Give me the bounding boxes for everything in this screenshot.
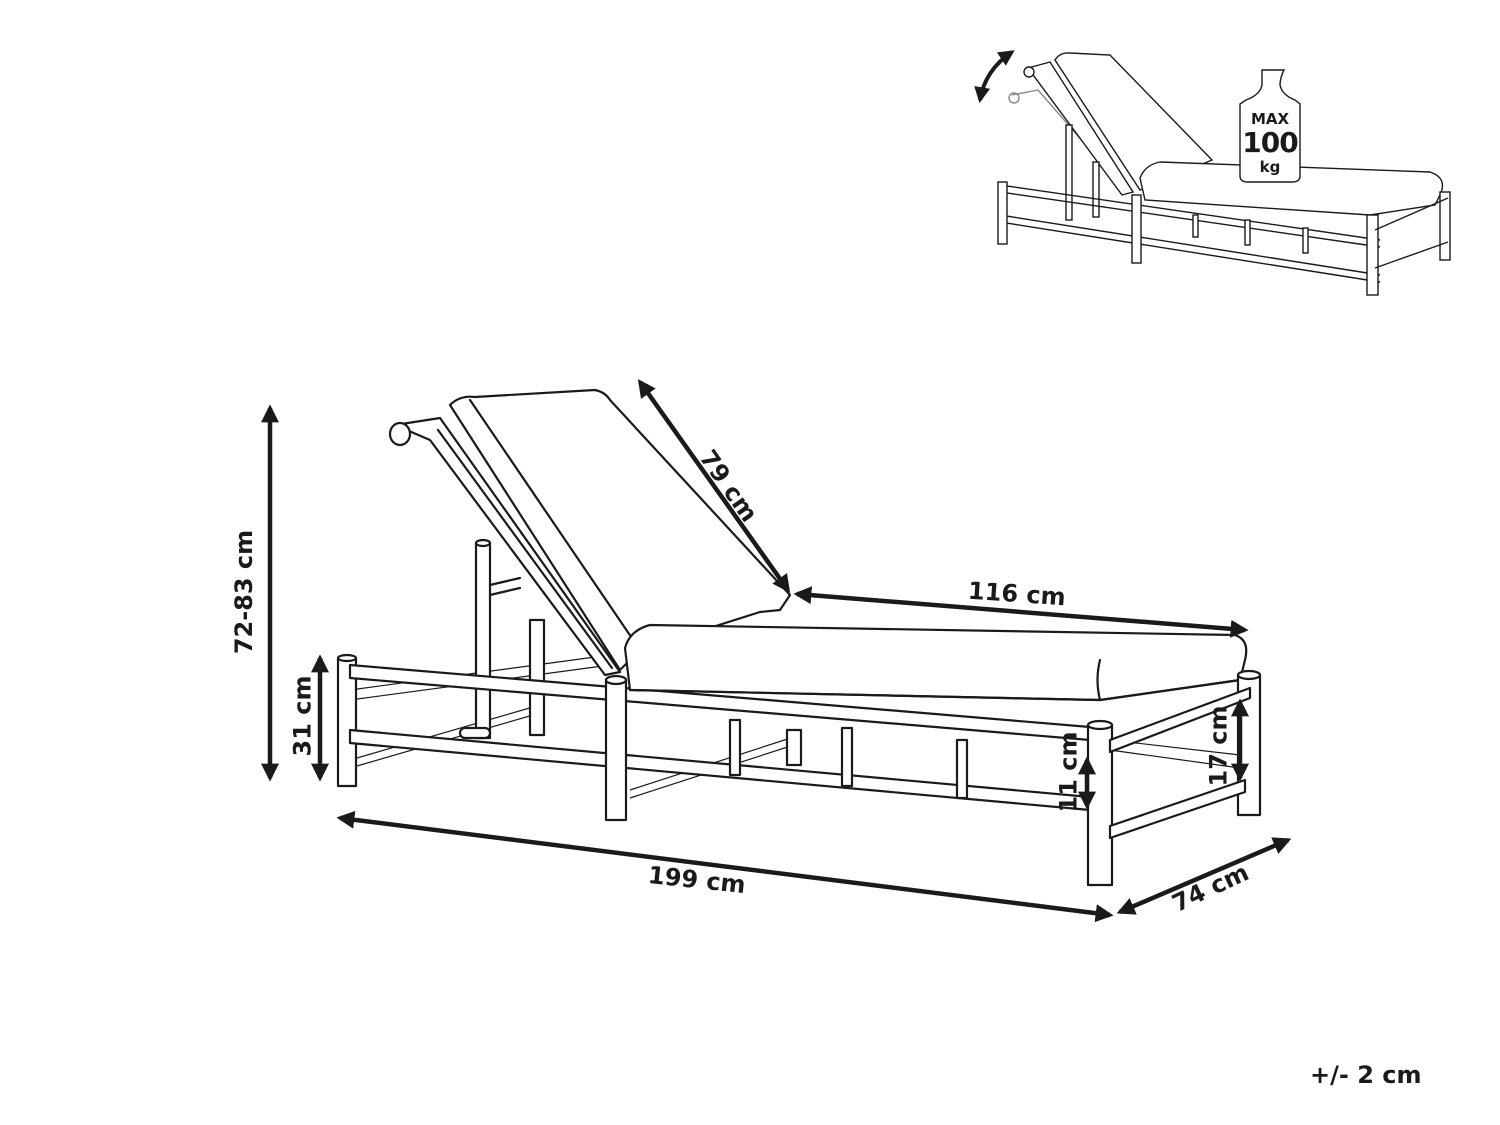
adjust-rotation-icon [974, 50, 1015, 104]
weight-icon [1239, 69, 1301, 183]
max-unit: kg [1259, 158, 1281, 176]
max-label: MAX [1250, 110, 1290, 128]
clearance-label: 11 cm [1054, 731, 1083, 813]
total-height-label: 72-83 cm [230, 529, 259, 655]
seat-length-arrow [793, 586, 1249, 638]
side-gap-label: 17 cm [1204, 705, 1233, 787]
total-length-arrow [336, 810, 1114, 923]
main-lounger [336, 388, 1262, 887]
max-value: 100 [1242, 126, 1298, 159]
backrest-length-arrow [637, 379, 791, 593]
seat-height-label: 31 cm [288, 675, 317, 757]
tolerance-note: +/- 2 cm [1310, 1061, 1422, 1089]
inset-lounger [974, 50, 1451, 296]
width-arrow [1116, 837, 1292, 915]
